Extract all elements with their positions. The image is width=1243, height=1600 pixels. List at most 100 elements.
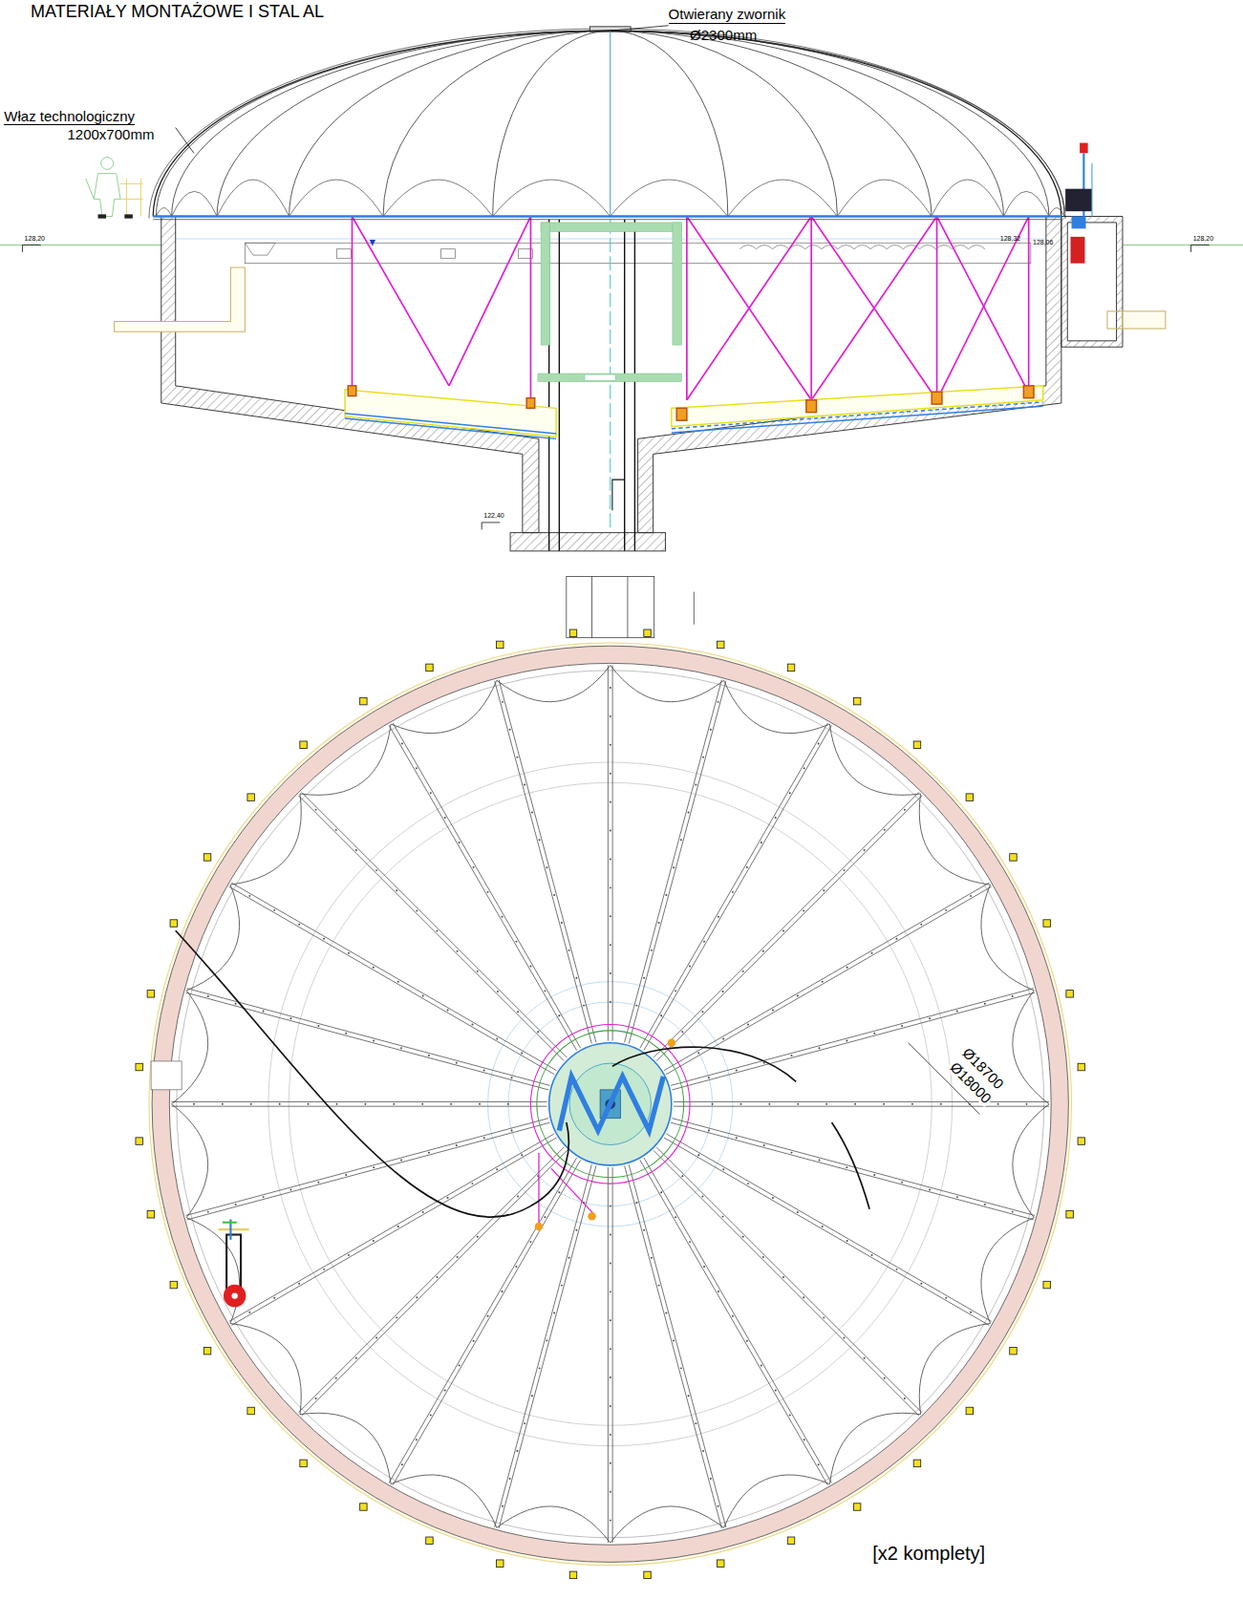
roof-rib bbox=[392, 1159, 581, 1485]
rib-bolt bbox=[817, 1463, 820, 1466]
rib-bolt bbox=[531, 811, 534, 814]
rib-bolt bbox=[289, 1188, 292, 1191]
dome-scallop bbox=[289, 179, 384, 216]
rib-bolt bbox=[717, 916, 720, 919]
rib-bolt bbox=[495, 1168, 498, 1171]
rib-bolt bbox=[900, 1181, 903, 1184]
feedwell bbox=[537, 222, 683, 383]
rib-bolt bbox=[516, 1010, 519, 1013]
rib-bolt bbox=[487, 891, 490, 894]
rib-bolt bbox=[818, 1047, 821, 1050]
scraper-arms bbox=[344, 385, 1044, 440]
rib-bolt bbox=[822, 889, 825, 892]
rib-bolt bbox=[545, 866, 548, 869]
rib-bolt bbox=[317, 1181, 320, 1184]
quantity-note: [x2 komplety] bbox=[872, 1543, 986, 1565]
roof-rib bbox=[231, 882, 557, 1072]
roof-rib bbox=[656, 795, 922, 1062]
rib-bolt bbox=[742, 970, 745, 973]
rib-bolt bbox=[317, 1025, 320, 1028]
rib-bolt bbox=[680, 1367, 683, 1370]
leader-lines bbox=[21, 25, 1209, 531]
dome-rib bbox=[289, 30, 611, 216]
rib-bolt bbox=[760, 1365, 763, 1368]
rib-bolt bbox=[336, 1103, 339, 1106]
rib-bolt bbox=[802, 909, 805, 912]
rib-bolt bbox=[415, 1438, 418, 1441]
dome-rib bbox=[216, 30, 611, 216]
roof-rib bbox=[624, 680, 723, 1044]
rib-bolt bbox=[642, 977, 645, 980]
elevation-mark: 128,32 bbox=[1000, 235, 1021, 243]
rib-bolt bbox=[609, 943, 612, 946]
dome-scallop bbox=[492, 179, 611, 216]
rib-bolt bbox=[568, 1257, 571, 1260]
anchor-plate bbox=[147, 1211, 154, 1219]
anchor-plate bbox=[787, 1537, 794, 1544]
rib-bolt bbox=[609, 1462, 612, 1465]
rib-bolt bbox=[450, 1103, 452, 1106]
rib-bolt bbox=[235, 1003, 237, 1006]
rib-bolt bbox=[609, 1319, 612, 1322]
roof-rib bbox=[301, 792, 568, 1058]
rib-bolt bbox=[697, 1051, 700, 1054]
roof-scallop bbox=[496, 1506, 611, 1544]
callout-label: Otwierany zwornik bbox=[668, 5, 787, 23]
rib-bolt bbox=[1011, 995, 1014, 998]
roof-rib bbox=[673, 1106, 1050, 1108]
roof-rib bbox=[171, 1101, 547, 1103]
rib-bolt bbox=[735, 1136, 738, 1139]
rib-bolt bbox=[768, 1103, 771, 1106]
roof-scallop bbox=[390, 1475, 497, 1528]
rib-bolt bbox=[760, 841, 763, 844]
rib-bolt bbox=[707, 1076, 710, 1079]
dome-scallop bbox=[931, 179, 1005, 216]
rib-bolt bbox=[575, 1229, 578, 1232]
rib-bolt bbox=[911, 1103, 914, 1106]
rib-bolt bbox=[920, 1283, 922, 1286]
roof-rib bbox=[665, 886, 991, 1075]
rib-bolt bbox=[969, 895, 972, 898]
rib-bolt bbox=[444, 1390, 447, 1393]
rib-bolt bbox=[487, 1315, 490, 1318]
roof-rib bbox=[607, 1167, 609, 1544]
rib-bolt bbox=[501, 916, 504, 919]
rib-bolt bbox=[545, 1339, 548, 1342]
rib-bolt bbox=[746, 1340, 749, 1343]
dome-scallop bbox=[383, 179, 493, 216]
anchor-plate bbox=[1077, 1137, 1085, 1145]
rib-bolt bbox=[747, 1024, 750, 1027]
bridge-truss bbox=[352, 216, 1029, 401]
rib-bolt bbox=[575, 977, 578, 980]
rib-bolt bbox=[660, 1014, 663, 1017]
rib-bolt bbox=[702, 756, 705, 759]
rib-bolt bbox=[883, 1377, 886, 1380]
rib-bolt bbox=[658, 921, 661, 924]
rib-bolt bbox=[789, 1414, 792, 1416]
roof-rib bbox=[187, 1122, 551, 1221]
rib-bolt bbox=[825, 1103, 828, 1106]
rib-bolt bbox=[846, 1240, 849, 1243]
dome-rib bbox=[610, 30, 1005, 216]
rib-bolt bbox=[674, 1216, 677, 1219]
rib-bolt bbox=[560, 1285, 563, 1287]
rib-bolt bbox=[956, 1196, 959, 1199]
rib-bolt bbox=[609, 1262, 612, 1265]
dome-cover bbox=[149, 26, 1066, 219]
rib-bolt bbox=[742, 1236, 745, 1239]
rib-bolt bbox=[509, 728, 512, 731]
dome-scallop bbox=[1049, 208, 1065, 217]
rib-bolt bbox=[471, 1024, 473, 1027]
rib-bolt bbox=[1026, 1103, 1029, 1106]
anchor-plate bbox=[496, 1560, 504, 1567]
rib-bolt bbox=[722, 1216, 725, 1219]
rib-bolt bbox=[538, 838, 541, 841]
rib-bolt bbox=[364, 1103, 366, 1106]
rib-bolt bbox=[711, 1103, 714, 1106]
rib-bolt bbox=[672, 866, 675, 869]
rib-bolt bbox=[501, 701, 504, 704]
anchor-plate bbox=[1009, 854, 1017, 861]
rib-bolt bbox=[609, 830, 612, 833]
anchor-plate bbox=[569, 629, 577, 637]
roof-scallop bbox=[186, 1218, 239, 1325]
